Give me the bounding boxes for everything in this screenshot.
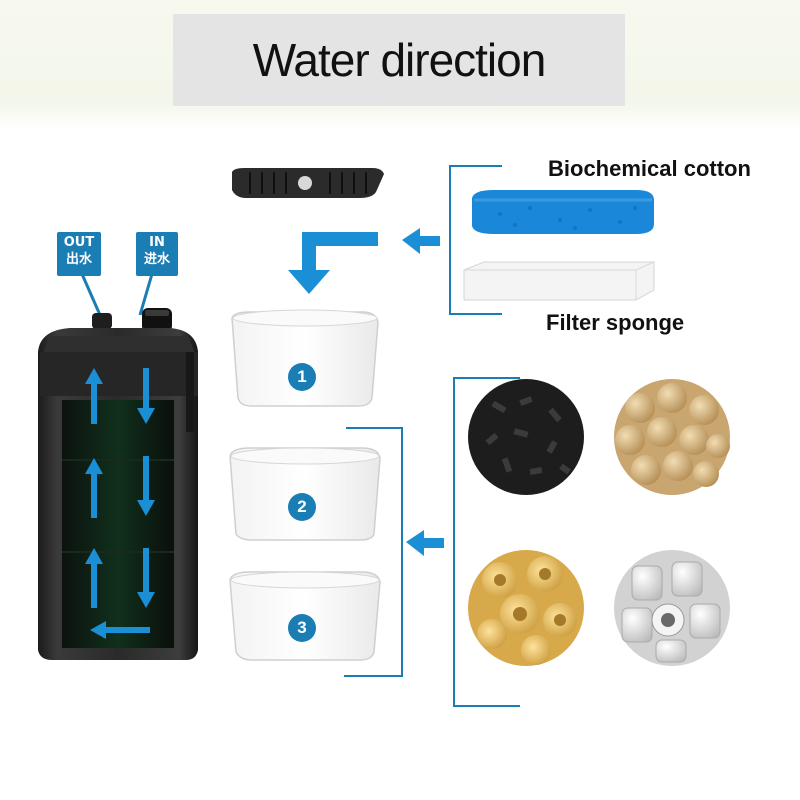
bio-ball-media [614, 379, 730, 495]
basket-2 [229, 447, 381, 541]
arrow-up-icon [85, 368, 103, 424]
arrow-left-icon [402, 228, 440, 254]
port-leader-lines [80, 273, 154, 316]
out-port-label: OUT 出水 [57, 232, 101, 276]
bio-ring-media [468, 550, 584, 666]
in-port-label-cn: 进水 [143, 252, 170, 267]
ceramic-ring-media [614, 550, 730, 666]
arrow-left-icon [406, 530, 444, 556]
activated-carbon-media [468, 379, 584, 495]
out-port-label-en: OUT [63, 235, 95, 250]
basket-number-1: 1 [297, 367, 307, 386]
basket-bracket [344, 427, 403, 677]
arrow-up-icon [85, 458, 103, 518]
arrow-into-basket [288, 232, 378, 294]
basket-number-3: 3 [297, 618, 307, 637]
biochemical-cotton-pad [472, 190, 654, 234]
arrow-down-icon [137, 456, 155, 516]
filter-sponge-label: Filter sponge [546, 310, 685, 335]
basket-number-2: 2 [297, 497, 307, 516]
filter-lid-grate [232, 168, 384, 198]
arrow-down-icon [137, 548, 155, 608]
title-box: Water direction [173, 14, 625, 106]
canister-filter [38, 308, 198, 660]
sponge-bracket [449, 165, 502, 315]
in-port-label-en: IN [149, 235, 165, 250]
page-title: Water direction [252, 34, 547, 86]
media-bracket [453, 377, 520, 707]
basket-1 [231, 309, 379, 407]
arrow-up-icon [85, 548, 103, 608]
arrow-left-icon [90, 621, 150, 639]
in-port-label: IN 进水 [136, 232, 178, 276]
flow-arrows [85, 368, 155, 639]
filter-sponge-pad [463, 261, 655, 301]
biochemical-cotton-label: Biochemical cotton [548, 156, 751, 181]
out-port-label-cn: 出水 [65, 252, 92, 267]
arrow-down-icon [137, 368, 155, 424]
basket-3 [229, 571, 381, 661]
